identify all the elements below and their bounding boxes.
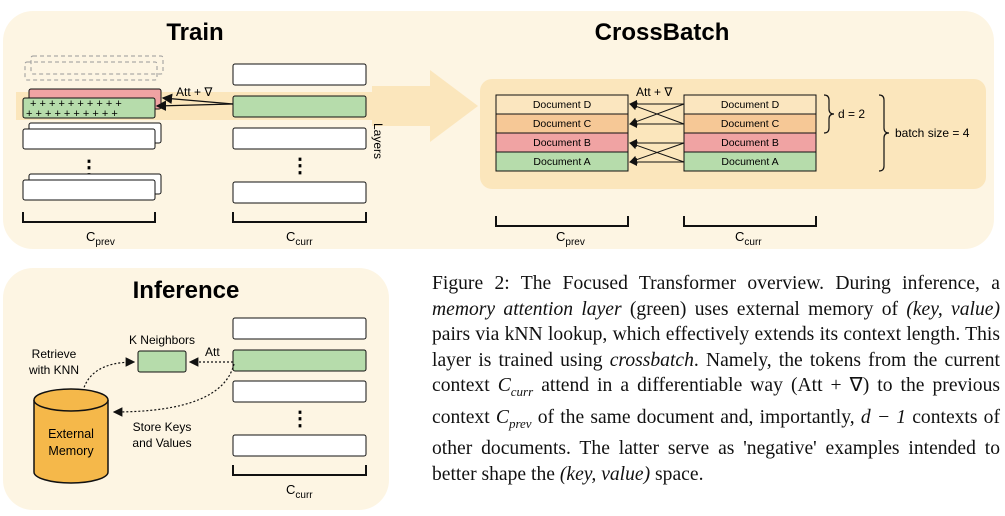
curr-top-layer xyxy=(232,63,367,86)
d-label: d = 2 xyxy=(838,107,865,121)
external-memory-label-2: Memory xyxy=(48,444,94,458)
plus-row-1: + + + + + + + + + + xyxy=(30,98,122,110)
prev-doc-c-label: Document C xyxy=(533,118,592,130)
k-neighbors-box xyxy=(137,350,187,373)
prev-layer xyxy=(22,128,156,150)
inf-ccurr-label: Ccurr xyxy=(286,482,313,501)
prev-bottom-layer xyxy=(22,179,156,201)
train-to-crossbatch-arrow xyxy=(372,70,478,142)
curr-bottom-layer xyxy=(232,181,367,204)
retrieve-label-1: Retrieve xyxy=(32,347,77,361)
store-label-2: and Values xyxy=(132,436,191,450)
att-arrow-negative xyxy=(161,93,234,105)
prev-dashed-layer xyxy=(30,55,164,75)
inf-curr-layer xyxy=(232,380,367,403)
batch-size-label: batch size = 4 xyxy=(895,126,970,140)
prev-doc-a xyxy=(495,151,629,172)
curr-doc-b-label: Document B xyxy=(721,137,779,149)
prev-doc-b-label: Document B xyxy=(533,137,591,149)
prev-doc-d-label: Document D xyxy=(533,99,592,111)
ccurr-label: Ccurr xyxy=(286,229,313,248)
crossbatch-title: CrossBatch xyxy=(595,19,730,46)
crossbatch-cprev-label: Cprev xyxy=(556,229,585,248)
ccurr-bracket xyxy=(232,212,367,223)
external-memory-top xyxy=(33,388,109,412)
external-memory-cylinder xyxy=(33,400,109,484)
inf-curr-top-layer xyxy=(232,317,367,340)
curr-doc-c-label: Document C xyxy=(721,118,780,130)
curr-memory-layer xyxy=(232,95,367,118)
plus-row-2: + + + + + + + + + + xyxy=(26,108,118,120)
prev-positive-layer xyxy=(22,97,156,119)
cprev-bracket xyxy=(22,212,156,223)
batch-brace xyxy=(878,94,890,172)
d-brace xyxy=(823,94,835,134)
store-arrow xyxy=(112,363,235,417)
inf-curr-dots: ⋮ xyxy=(290,408,310,430)
inf-curr-memory-layer xyxy=(232,349,367,372)
store-label-1: Store Keys xyxy=(133,420,192,434)
retrieve-label-2: with KNN xyxy=(28,363,79,377)
layers-label: Layers xyxy=(371,123,385,159)
crossbatch-ccurr-label: Ccurr xyxy=(735,229,762,248)
crossbatch-cprev-bracket xyxy=(495,216,629,227)
inference-title: Inference xyxy=(133,277,240,304)
prev-dashed-layer-2 xyxy=(24,61,158,81)
curr-doc-d-label: Document D xyxy=(721,99,780,111)
train-att-label: Att + ∇ xyxy=(176,85,213,99)
att-arrow-positive xyxy=(155,100,234,111)
train-title: Train xyxy=(166,19,223,46)
curr-dots: ⋮ xyxy=(290,155,310,177)
crossbatch-att-label: Att + ∇ xyxy=(636,85,673,99)
cprev-label: Cprev xyxy=(86,229,115,248)
crossbatch-att-arrows xyxy=(629,100,685,166)
inf-ccurr-bracket xyxy=(232,465,367,476)
att-label: Att xyxy=(205,345,220,359)
k-neighbors-label: K Neighbors xyxy=(129,333,195,347)
figure-caption: Figure 2: The Focused Transformer overvi… xyxy=(432,273,1001,485)
curr-doc-a-label: Document A xyxy=(721,156,778,168)
inf-curr-bottom-layer xyxy=(232,434,367,457)
prev-doc-a-label: Document A xyxy=(533,156,590,168)
external-memory-label-1: External xyxy=(48,427,94,441)
crossbatch-ccurr-bracket xyxy=(683,216,817,227)
curr-layer xyxy=(232,127,367,150)
